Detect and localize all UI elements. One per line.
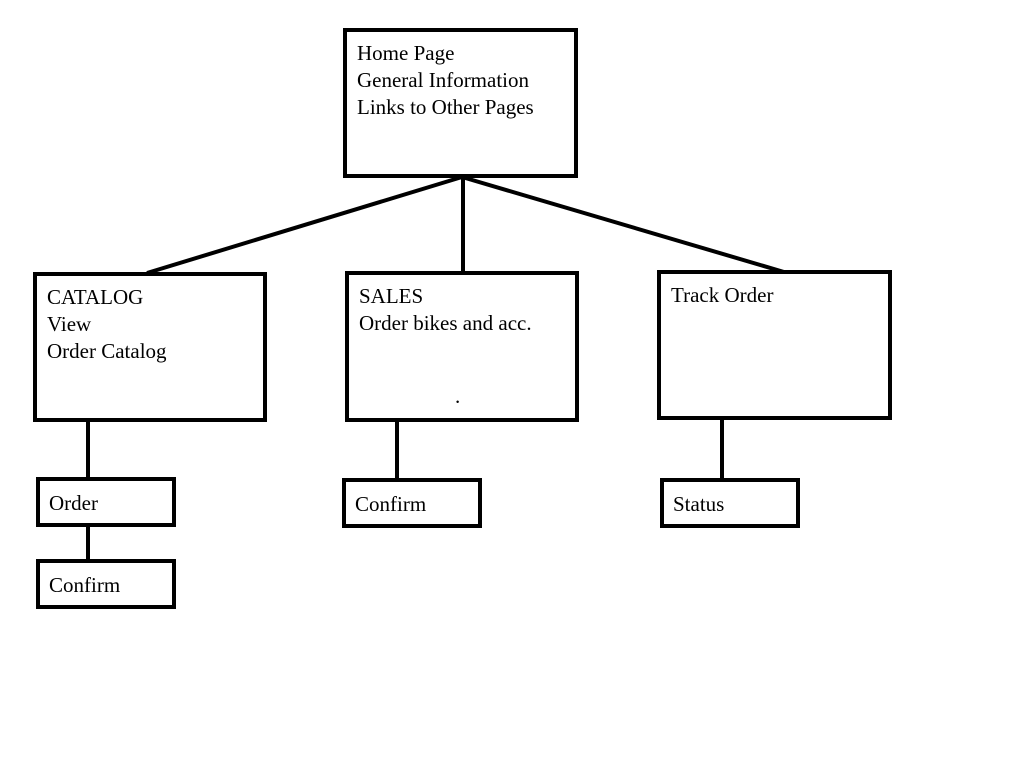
node-order: Order — [36, 477, 176, 527]
node-sales-confirm-line-1: Confirm — [355, 492, 427, 516]
node-catalog-confirm-line-1: Confirm — [49, 573, 121, 597]
node-status-line-1: Status — [673, 492, 725, 516]
node-home-line-1: Home Page — [357, 41, 455, 65]
node-catalog-line-1: CATALOG — [47, 285, 144, 309]
edge-home-track — [461, 175, 785, 274]
node-catalog-line-2: View — [47, 312, 92, 336]
node-sales-confirm: Confirm — [342, 478, 482, 528]
node-catalog-confirm: Confirm — [36, 559, 176, 609]
node-home-line-3: Links to Other Pages — [357, 95, 534, 119]
node-sales-line-2: Order bikes and acc. — [359, 311, 532, 335]
node-track-order: Track Order — [657, 270, 892, 420]
node-sales-line-1: SALES — [359, 284, 424, 308]
edge-home-catalog — [146, 175, 463, 275]
node-sales: SALES Order bikes and acc. — [345, 271, 579, 422]
node-order-line-1: Order — [49, 491, 98, 515]
stray-dot-mark: . — [455, 384, 461, 408]
node-status: Status — [660, 478, 800, 528]
node-catalog: CATALOG View Order Catalog — [33, 272, 267, 422]
node-catalog-line-3: Order Catalog — [47, 339, 167, 363]
node-home-page: Home Page General Information Links to O… — [343, 28, 578, 178]
node-home-line-2: General Information — [357, 68, 530, 92]
node-track-line-1: Track Order — [671, 283, 774, 307]
